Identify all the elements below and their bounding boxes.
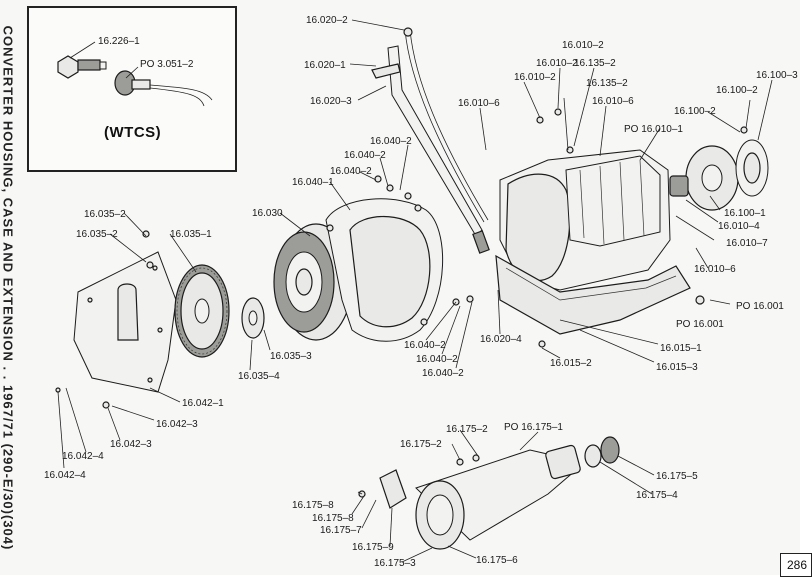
label-16-035-4: 16.035–4 [238,371,280,382]
label-16-010-6-b: 16.010–6 [592,96,634,107]
label-16-042-4-b: 16.042–4 [44,470,86,481]
label-16-100-3: 16.100–3 [756,70,798,81]
label-16-100-2-a: 16.100–2 [716,85,758,96]
label-po-16-010-1: PO 16.010–1 [624,124,683,135]
label-16-175-9: 16.175–9 [352,542,394,553]
label-16-010-4: 16.010–4 [718,221,760,232]
label-16-030: 16.030 [252,208,283,219]
label-16-175-3: 16.175–3 [374,558,416,569]
fasteners [55,108,748,498]
label-16-015-2: 16.015–2 [550,358,592,369]
label-16-175-8-a: 16.175–8 [292,500,334,511]
leader-lines [57,19,773,563]
label-16-035-2-a: 16.035–2 [84,209,126,220]
flywheel [174,264,230,358]
label-16-175-6: 16.175–6 [476,555,518,566]
label-16-020-3: 16.020–3 [310,96,352,107]
label-16-035-1: 16.035–1 [170,229,212,240]
label-16-226-1: 16.226–1 [98,36,140,47]
label-16-035-3: 16.035–3 [270,351,312,362]
label-16-040-2-a: 16.040–2 [370,136,412,147]
label-16-175-2-a: 16.175–2 [446,424,488,435]
label-16-020-4: 16.020–4 [480,334,522,345]
label-16-040-2-c: 16.040–2 [330,166,372,177]
label-16-010-2-c: 16.010–2 [562,40,604,51]
label-16-100-1: 16.100–1 [724,208,766,219]
label-16-175-7: 16.175–7 [320,525,362,536]
dipstick-assembly [371,27,490,254]
label-16-040-2-f: 16.040–2 [422,368,464,379]
label-16-175-8-b: 16.175–8 [312,513,354,524]
extension-housing [379,436,620,550]
label-16-135-2-a: 16.135–2 [574,58,616,69]
rear-flange [669,139,769,211]
oil-pan [495,254,691,335]
inset-caption: (WTCS) [104,124,162,141]
label-16-040-1: 16.040–1 [292,177,334,188]
label-16-100-2-b: 16.100–2 [674,106,716,117]
label-16-135-2-b: 16.135–2 [586,78,628,89]
label-16-010-2-b: 16.010–2 [536,58,578,69]
label-po-16-001-a: PO 16.001 [736,301,784,312]
converter-housing [325,198,443,342]
label-16-042-1: 16.042–1 [182,398,224,409]
label-po-16-175-1: PO 16.175–1 [504,422,563,433]
label-16-020-1: 16.020–1 [304,60,346,71]
label-16-010-2-a: 16.010–2 [514,72,556,83]
label-16-040-2-e: 16.040–2 [416,354,458,365]
label-16-015-1: 16.015–1 [660,343,702,354]
label-16-010-6-c: 16.010–6 [694,264,736,275]
label-16-015-3: 16.015–3 [656,362,698,373]
label-po-3-051-2: PO 3.051–2 [140,59,194,70]
label-16-040-2-d: 16.040–2 [404,340,446,351]
label-16-020-2: 16.020–2 [306,15,348,26]
label-16-042-3-b: 16.042–3 [110,439,152,450]
part-labels: 16.226–1 PO 3.051–2 16.020–2 16.020–1 16… [44,15,798,569]
label-16-175-4: 16.175–4 [636,490,678,501]
label-16-042-4-a: 16.042–4 [62,451,104,462]
label-16-010-6-a: 16.010–6 [458,98,500,109]
label-16-042-3-a: 16.042–3 [156,419,198,430]
label-16-040-2-b: 16.040–2 [344,150,386,161]
transmission-case [499,149,671,291]
label-16-175-2-b: 16.175–2 [400,439,442,450]
label-po-16-001-b: PO 16.001 [676,319,724,330]
label-16-035-2-b: 16.035–2 [76,229,118,240]
label-16-175-5: 16.175–5 [656,471,698,482]
wtcs-switch [57,55,213,107]
small-plate [241,297,265,339]
adapter-plate [73,251,177,393]
label-16-010-7: 16.010–7 [726,238,768,249]
